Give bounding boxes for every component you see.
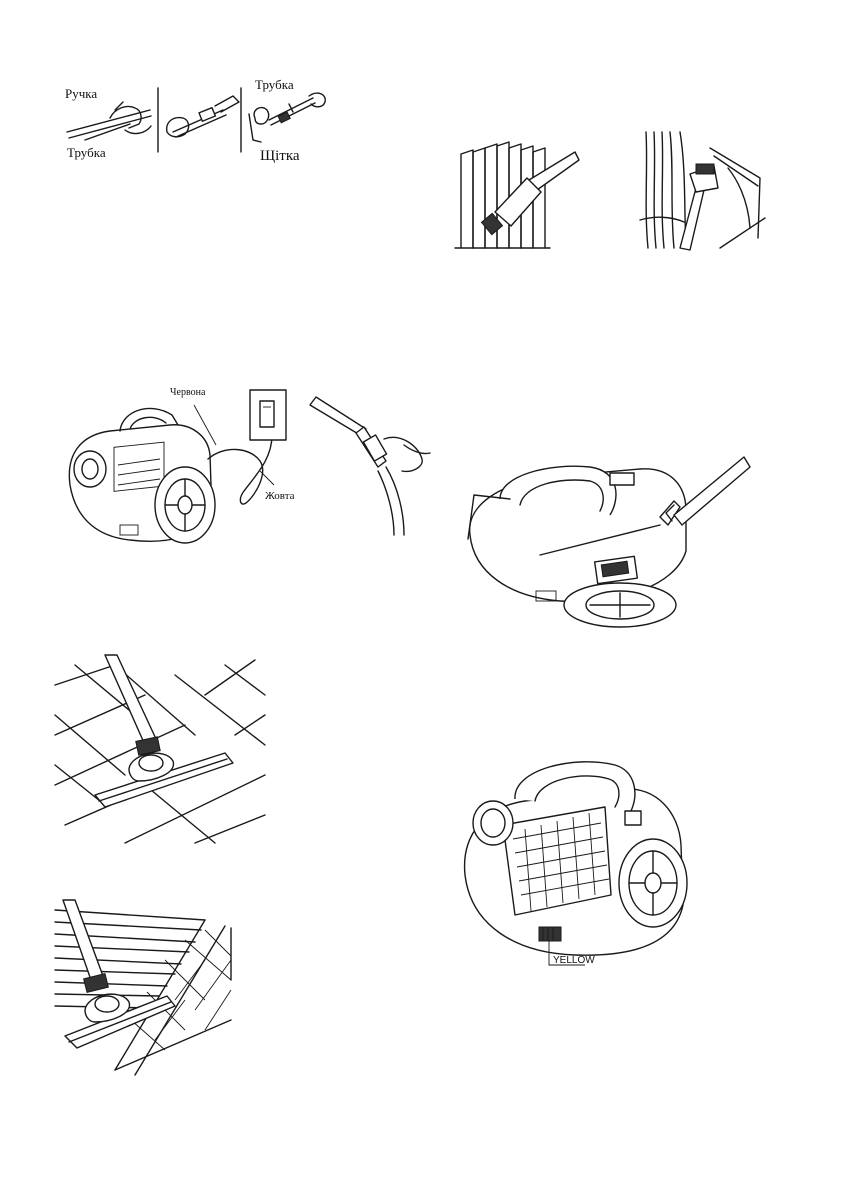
power-cord-figure: Червона Жовта	[60, 375, 430, 560]
label-tube-left: Трубка	[67, 145, 106, 161]
label-brush: Щітка	[260, 148, 300, 165]
floor-tiles-figure	[55, 655, 270, 845]
label-red-mark: Червона	[170, 387, 205, 398]
curtain-cleaning-illustration	[640, 128, 770, 252]
floor-carpet-illustration	[55, 900, 235, 1075]
hose-connection-illustration	[460, 455, 750, 630]
cord-rewind-illustration	[455, 755, 695, 985]
label-yellow-mark: Жовта	[265, 490, 295, 502]
radiator-cleaning-illustration	[455, 140, 580, 252]
assembly-figure: Ручка Трубка Трубка Щітка	[55, 80, 330, 175]
label-tube-right: Трубка	[255, 77, 294, 93]
curtain-cleaning-figure	[640, 128, 770, 252]
label-yellow-button: YELLOW	[553, 955, 595, 966]
floor-carpet-figure	[55, 900, 235, 1075]
hose-connection-figure	[460, 455, 750, 630]
label-handle: Ручка	[65, 86, 97, 102]
radiator-cleaning-figure	[455, 140, 580, 252]
power-cord-illustration	[60, 375, 430, 560]
cord-rewind-figure: YELLOW	[455, 755, 695, 985]
floor-tiles-illustration	[55, 655, 270, 845]
